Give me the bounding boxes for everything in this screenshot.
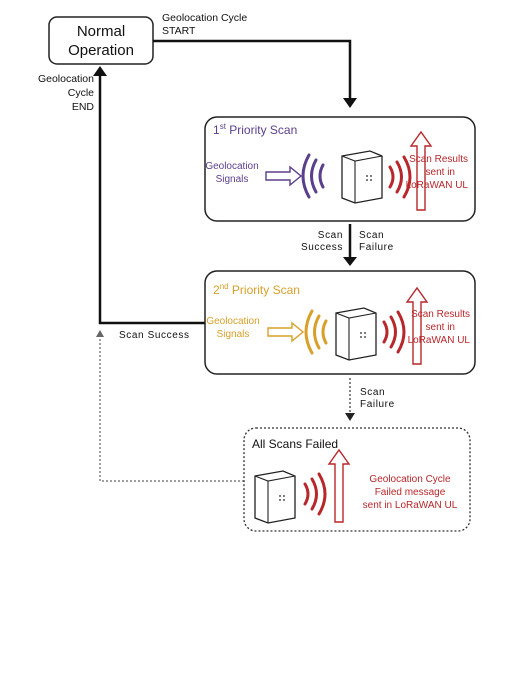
scan2-upload-arrow-icon <box>405 286 429 365</box>
start-connector <box>153 39 352 100</box>
scan1-upload-arrow-icon <box>409 130 433 211</box>
normal-operation-node: Normal Operation <box>48 16 154 65</box>
between12-success-label-1: Scan <box>318 230 343 241</box>
end-arrowhead <box>93 66 107 76</box>
scan1-title: 1st Priority Scan <box>213 122 297 137</box>
normal-operation-label-1: Normal <box>77 23 125 40</box>
failed-title: All Scans Failed <box>252 437 338 451</box>
scan2-results-label-3: LoRaWAN UL <box>408 335 471 346</box>
scan2-signals-label-2: Signals <box>217 329 250 340</box>
scan2-to-failed-arrowhead <box>345 413 355 421</box>
scan1-to-scan2-arrowhead <box>343 257 357 266</box>
failed-device-icon <box>254 470 296 524</box>
cycle-start-label-1: Geolocation Cycle <box>162 12 247 24</box>
end-connector <box>98 74 205 325</box>
scan2-results-label-1: Scan Results <box>411 309 470 320</box>
scan2-results-label-2: sent in <box>426 322 455 333</box>
scan1-signals-label-1: Geolocation <box>205 161 258 172</box>
all-scans-failed-box: All Scans Failed Geolocation Cycle Faile… <box>243 427 471 532</box>
scan2-input-arrow-icon <box>267 321 305 343</box>
failed-return-arrowhead <box>96 330 104 337</box>
cycle-end-label-2: Cycle <box>68 87 94 99</box>
scan-success-label: Scan Success <box>119 330 190 341</box>
scan1-results-label-1: Scan Results <box>409 154 468 165</box>
cycle-start-label-2: START <box>162 25 196 37</box>
between23-failure-label-1: Scan <box>360 387 385 398</box>
first-priority-scan-box: 1st Priority Scan Geolocation Signals <box>204 116 476 222</box>
between23-failure-label-2: Failure <box>360 399 395 410</box>
between12-failure-label-2: Failure <box>359 242 394 253</box>
failed-outgoing-waves-icon <box>303 472 327 516</box>
normal-operation-label-2: Operation <box>68 42 134 59</box>
between12-success-label-2: Success <box>301 242 343 253</box>
scan2-title: 2nd Priority Scan <box>213 282 300 297</box>
scan1-device-icon <box>341 150 383 204</box>
scan2-signals-label-1: Geolocation <box>206 316 259 327</box>
start-arrowhead <box>343 98 357 108</box>
scan1-results-label-3: LoRaWAN UL <box>406 180 469 191</box>
second-priority-scan-box: 2nd Priority Scan Geolocation Signals Sc… <box>204 270 476 375</box>
scan2-device-icon <box>335 307 377 361</box>
failed-message-label-1: Geolocation Cycle <box>369 474 451 485</box>
scan1-input-arrow-icon <box>265 165 303 187</box>
scan1-signals-label-2: Signals <box>216 174 249 185</box>
scan2-incoming-waves-icon <box>304 309 328 355</box>
scan1-incoming-waves-icon <box>301 153 325 199</box>
cycle-end-label-1: Geolocation <box>38 73 94 85</box>
scan2-outgoing-waves-icon <box>382 310 406 354</box>
scan1-outgoing-waves-icon <box>388 155 412 199</box>
scan1-results-label-2: sent in <box>426 167 455 178</box>
failed-message-label-2: Failed message <box>375 487 446 498</box>
cycle-end-label-3: END <box>72 101 95 113</box>
failed-return-connector <box>99 333 244 482</box>
between12-failure-label-1: Scan <box>359 230 384 241</box>
failed-message-label-3: sent in LoRaWAN UL <box>363 500 458 511</box>
failed-upload-arrow-icon <box>327 448 351 523</box>
